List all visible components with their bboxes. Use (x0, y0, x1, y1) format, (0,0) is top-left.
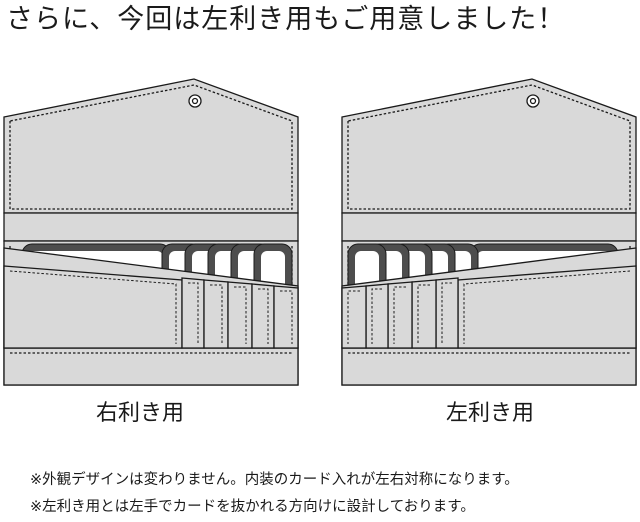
snap-button-center (529, 97, 537, 105)
caption-left-handed: 左利き用 (445, 401, 534, 426)
flap-stitching (9, 84, 293, 210)
card-pockets (3, 247, 299, 349)
wallet-left-handed-drawing (341, 78, 637, 386)
flap-stitching (347, 84, 631, 210)
caption-right-handed: 右利き用 (95, 401, 184, 426)
snap-button-center (191, 97, 199, 105)
wallet-flap (341, 78, 637, 214)
wallet-illustration-left-handed (340, 76, 638, 388)
headline: さらに、今回は左利き用もご用意しました！ (6, 4, 566, 35)
wallet-flap (3, 78, 299, 214)
wallet-right-handed-drawing (3, 78, 299, 386)
wallet-band (341, 212, 637, 242)
wallet-bottom-band (341, 347, 637, 386)
wallet-illustration-right-handed (2, 76, 300, 388)
wallet-band (3, 212, 299, 242)
card-pockets (341, 247, 637, 349)
wallet-bottom-band (3, 347, 299, 386)
note-left-handed: ※左利き用とは左手でカードを抜かれる方向けに設計しております。 (30, 499, 475, 515)
note-design: ※外観デザインは変わりません。内装のカード入れが左右対称になります。 (30, 472, 519, 488)
